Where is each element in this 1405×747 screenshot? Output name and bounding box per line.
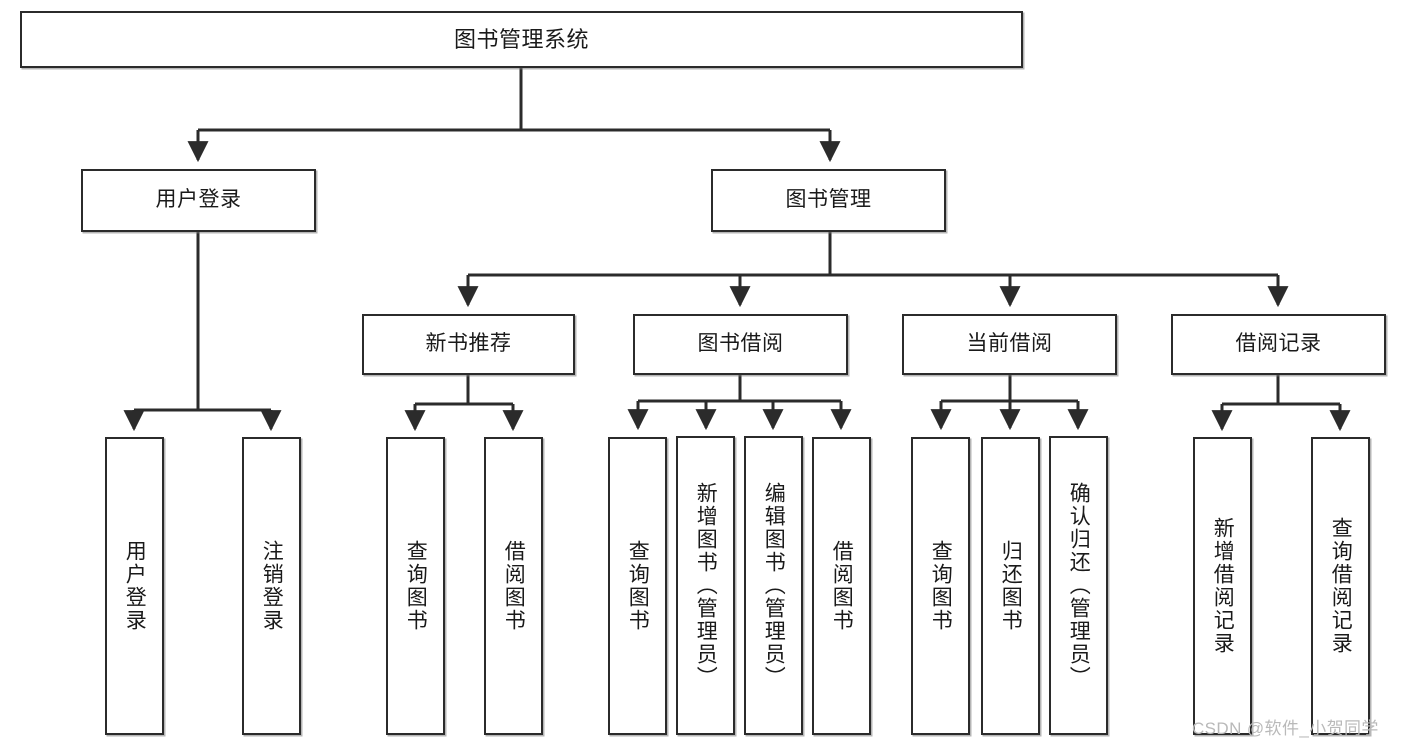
node-leaf-return-book[interactable]: 归还图书	[981, 437, 1040, 735]
node-user-login[interactable]: 用户登录	[81, 169, 316, 232]
node-leaf-logout-login[interactable]: 注销登录	[242, 437, 301, 735]
node-borrow-record[interactable]: 借阅记录	[1171, 314, 1386, 375]
node-book-manage[interactable]: 图书管理	[711, 169, 946, 232]
node-label: 用户登录	[123, 540, 147, 632]
node-label: 借阅记录	[1235, 332, 1322, 356]
node-leaf-query-borrow-record[interactable]: 查询借阅记录	[1311, 437, 1370, 735]
node-label: 查询图书	[404, 540, 428, 632]
node-label: 查询图书	[929, 540, 953, 632]
node-label: 新增借阅记录	[1211, 517, 1235, 655]
node-leaf-confirm-return[interactable]: 确认归还（管理员）	[1049, 436, 1108, 735]
node-label: 新书推荐	[425, 332, 512, 356]
node-new-book-recommend[interactable]: 新书推荐	[362, 314, 575, 375]
node-label: 归还图书	[999, 540, 1023, 632]
node-label: 图书借阅	[697, 332, 784, 356]
node-leaf-user-login[interactable]: 用户登录	[105, 437, 164, 735]
node-leaf-borrow-book-recommend[interactable]: 借阅图书	[484, 437, 543, 735]
node-leaf-add-borrow-record[interactable]: 新增借阅记录	[1193, 437, 1252, 735]
node-label: 编辑图书（管理员）	[762, 482, 786, 689]
node-label: 图书管理系统	[453, 26, 589, 52]
node-leaf-borrow-book[interactable]: 借阅图书	[812, 437, 871, 735]
node-leaf-edit-book[interactable]: 编辑图书（管理员）	[744, 436, 803, 735]
node-label: 查询借阅记录	[1329, 517, 1353, 655]
node-current-borrow[interactable]: 当前借阅	[902, 314, 1117, 375]
node-leaf-query-book-recommend[interactable]: 查询图书	[386, 437, 445, 735]
node-label: 新增图书（管理员）	[694, 482, 718, 689]
node-book-borrow[interactable]: 图书借阅	[633, 314, 848, 375]
node-label: 注销登录	[260, 540, 284, 632]
node-label: 借阅图书	[830, 540, 854, 632]
node-leaf-query-book-borrow[interactable]: 查询图书	[608, 437, 667, 735]
node-label: 用户登录	[155, 188, 242, 212]
node-root-book-management-system[interactable]: 图书管理系统	[20, 11, 1023, 68]
node-leaf-query-book-current[interactable]: 查询图书	[911, 437, 970, 735]
node-label: 当前借阅	[966, 332, 1053, 356]
node-label: 图书管理	[785, 188, 872, 212]
node-label: 查询图书	[626, 540, 650, 632]
node-label: 确认归还（管理员）	[1067, 482, 1091, 689]
node-label: 借阅图书	[502, 540, 526, 632]
node-leaf-add-book[interactable]: 新增图书（管理员）	[676, 436, 735, 735]
